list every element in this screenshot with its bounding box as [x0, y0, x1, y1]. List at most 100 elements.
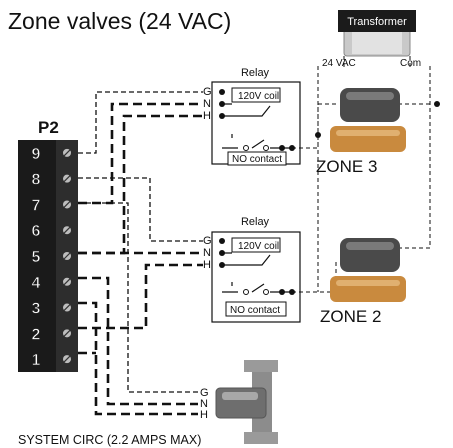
- screw-slot: [63, 149, 71, 157]
- wire-p2-5-to-relay1-h: [78, 114, 203, 255]
- wire-p2-7-to-circ-g: [78, 202, 198, 393]
- terminal-dot: [219, 89, 225, 95]
- screw-slot: [63, 278, 71, 286]
- terminal-8: 8: [31, 171, 71, 189]
- terminal-number: 6: [32, 223, 41, 240]
- screw-slot: [63, 201, 71, 208]
- terminal-number: 8: [32, 172, 41, 189]
- wire-p2-3-to-circ-h: [78, 301, 198, 416]
- actuator-highlight: [346, 92, 394, 100]
- circ-pin-n: N: [200, 398, 208, 410]
- pump-flange-top: [244, 360, 278, 372]
- contact-point: [243, 145, 249, 151]
- circulator-label: SYSTEM CIRC (2.2 AMPS MAX): [18, 433, 201, 447]
- transformer-highlight: [352, 30, 402, 54]
- wire-relay1-to-zone3: [292, 103, 336, 149]
- coil-label-box: [231, 237, 281, 253]
- contact-point: [263, 289, 269, 295]
- wire-p2-7-to-relay1-n: [78, 102, 203, 205]
- contact-symbol: [222, 134, 292, 149]
- pin-g: G: [203, 235, 212, 247]
- wire-p2-8-to-relay2-g: [78, 177, 203, 242]
- circ-pin-h: H: [200, 409, 208, 421]
- transformer-label: Transformer: [347, 16, 407, 28]
- terminal-number: 9: [32, 146, 41, 163]
- screw-slot: [63, 329, 71, 337]
- zone3-valve: ZONE 3: [316, 88, 406, 176]
- screw-slot: [63, 355, 71, 363]
- screw-slot: [63, 226, 71, 234]
- coil-label: 120V coil: [238, 241, 279, 252]
- com-junction-dot: [434, 101, 440, 107]
- wire-p2-2-to-relay2-h: [78, 263, 203, 330]
- terminal-3: 3: [31, 300, 71, 318]
- transformer-label-plate: [338, 10, 416, 32]
- relay-title: Relay: [241, 216, 270, 228]
- transformer-24vac-label: 24 VAC: [322, 58, 356, 69]
- terminal-2: 2: [31, 326, 71, 344]
- contact-label-box: [227, 151, 287, 166]
- screw-slot: [63, 175, 71, 183]
- transformer: Transformer: [338, 10, 416, 57]
- body-highlight: [336, 280, 400, 286]
- coil-label-box: [231, 87, 281, 103]
- zone2-valve: ZONE 2: [320, 238, 406, 326]
- zone2-label: ZONE 2: [320, 307, 381, 326]
- terminal-dot: [219, 238, 225, 244]
- coil-wiring: [222, 252, 271, 266]
- actuator-highlight: [346, 242, 394, 250]
- wire-p2-4-to-circ-n: [78, 276, 198, 406]
- motor-highlight: [222, 392, 258, 400]
- transformer-com-label: Com: [400, 58, 421, 69]
- pin-g: G: [203, 86, 212, 98]
- contact-label: NO contact: [230, 305, 280, 316]
- circ-pin-g: G: [200, 387, 209, 399]
- contact-point: [263, 145, 269, 151]
- terminal-number: 1: [32, 352, 41, 369]
- zone3-label: ZONE 3: [316, 157, 377, 176]
- wire-p2-9-to-relay1-g: [78, 91, 203, 154]
- pin-h: H: [203, 259, 211, 271]
- coil-label: 120V coil: [238, 91, 279, 102]
- screw-slot: [63, 252, 71, 260]
- body-highlight: [336, 130, 400, 136]
- contact-symbol: [222, 282, 292, 293]
- relay-zone2: Relay 120V coil G N H NO contact: [203, 216, 301, 323]
- wire-com-rail: [400, 66, 431, 249]
- pin-n: N: [203, 98, 211, 110]
- terminal-6: 6: [31, 223, 71, 241]
- pin-h: H: [203, 110, 211, 122]
- terminal-number: 4: [32, 275, 41, 292]
- terminal-dot: [279, 145, 285, 151]
- pin-n: N: [203, 247, 211, 259]
- terminal-5: 5: [31, 249, 71, 266]
- terminal-number: 7: [32, 197, 41, 214]
- contact-label-box: [225, 301, 287, 317]
- diagram-title: Zone valves (24 VAC): [8, 8, 231, 34]
- terminal-dot: [279, 289, 285, 295]
- relay-title: Relay: [241, 67, 270, 79]
- transformer-leads: [343, 56, 411, 68]
- contact-point: [243, 289, 249, 295]
- contact-label: NO contact: [232, 154, 282, 165]
- relay-zone3: Relay 120V coil G N H NO contact: [203, 67, 301, 166]
- terminal-number: 3: [32, 301, 41, 318]
- terminal-4: 4: [31, 274, 71, 292]
- pump-flange-bottom: [244, 432, 278, 444]
- valve-body: [330, 276, 406, 302]
- terminal-number: 2: [32, 326, 41, 343]
- system-circulator: G N H SYSTEM CIRC (2.2 AMPS MAX): [18, 360, 278, 447]
- terminal-7: 7: [31, 197, 71, 215]
- terminal-block-p2: P2 9 8 7 6 5 4 3 2 1: [18, 118, 78, 372]
- terminal-1: 1: [31, 352, 71, 370]
- coil-wiring: [222, 103, 271, 117]
- junction-dot: [315, 132, 321, 138]
- terminal-block-label: P2: [38, 118, 59, 137]
- screw-slot: [63, 304, 71, 311]
- terminal-rows: 9 8 7 6 5 4 3 2 1: [31, 145, 71, 370]
- terminal-9: 9: [31, 145, 71, 163]
- valve-body: [330, 126, 406, 152]
- terminal-number: 5: [32, 249, 41, 266]
- tap-24vac-bg: [318, 58, 340, 70]
